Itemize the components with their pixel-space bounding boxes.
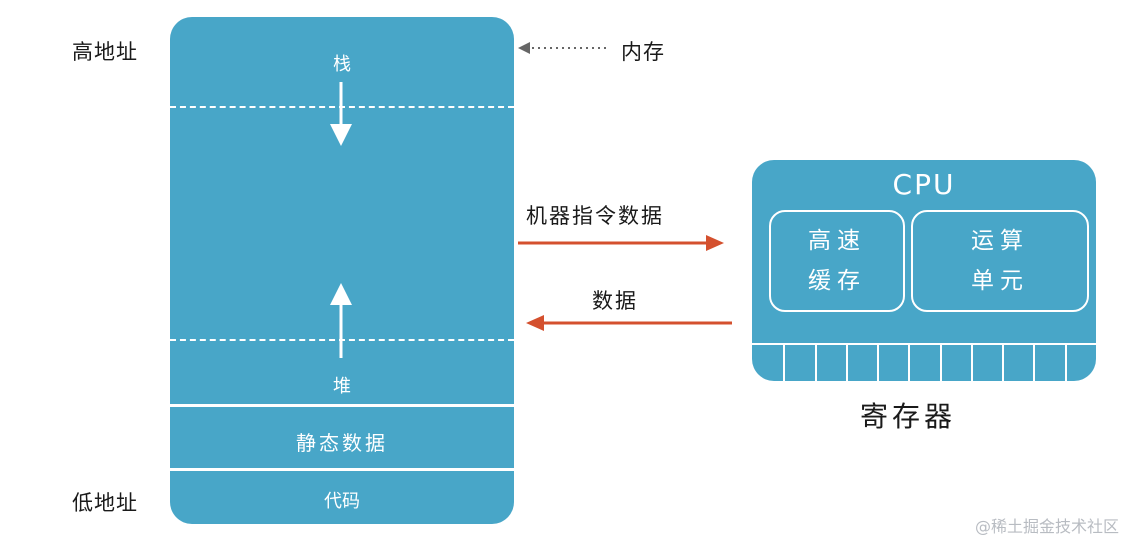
low-address-label: 低地址	[72, 491, 138, 515]
stack-label: 栈	[333, 54, 351, 75]
register-cell-divider	[845, 345, 848, 381]
heap-growth-up-arrow	[330, 283, 352, 358]
heap-static-divider	[170, 404, 514, 407]
watermark: @稀土掘金技术社区	[975, 517, 1120, 536]
register-label: 寄存器	[860, 400, 957, 433]
instruction-data-label: 机器指令数据	[526, 204, 664, 228]
instruction-data-arrow	[518, 235, 724, 251]
register-cell-divider	[877, 345, 880, 381]
register-cell-divider	[1033, 345, 1036, 381]
memory-pointer-arrow	[518, 42, 606, 54]
static-code-divider	[170, 468, 514, 471]
register-cell-divider	[1064, 345, 1067, 381]
data-return-arrow	[526, 315, 732, 331]
cache-label-line2: 缓存	[808, 268, 866, 294]
cpu-title: CPU	[892, 168, 956, 201]
register-cell-divider	[939, 345, 942, 381]
cache-label-line1: 高速	[808, 228, 866, 254]
register-cell-divider	[970, 345, 973, 381]
alu-label-line2: 单元	[971, 268, 1029, 294]
register-cell-divider	[814, 345, 817, 381]
cache-unit: 高速 缓存	[769, 210, 905, 312]
code-label: 代码	[324, 491, 360, 512]
register-cell-divider	[1002, 345, 1005, 381]
static-data-label: 静态数据	[296, 431, 388, 455]
alu-unit: 运算 单元	[911, 210, 1089, 312]
alu-label-line1: 运算	[971, 228, 1029, 254]
register-cell-divider	[908, 345, 911, 381]
register-strip	[752, 343, 1096, 381]
data-label: 数据	[592, 289, 638, 313]
cpu-block: CPU 高速 缓存 运算 单元	[752, 160, 1096, 381]
stack-growth-down-arrow	[330, 82, 352, 146]
high-address-label: 高地址	[72, 40, 138, 64]
heap-label: 堆	[333, 376, 351, 397]
register-cell-divider	[783, 345, 786, 381]
memory-label: 内存	[621, 40, 665, 64]
